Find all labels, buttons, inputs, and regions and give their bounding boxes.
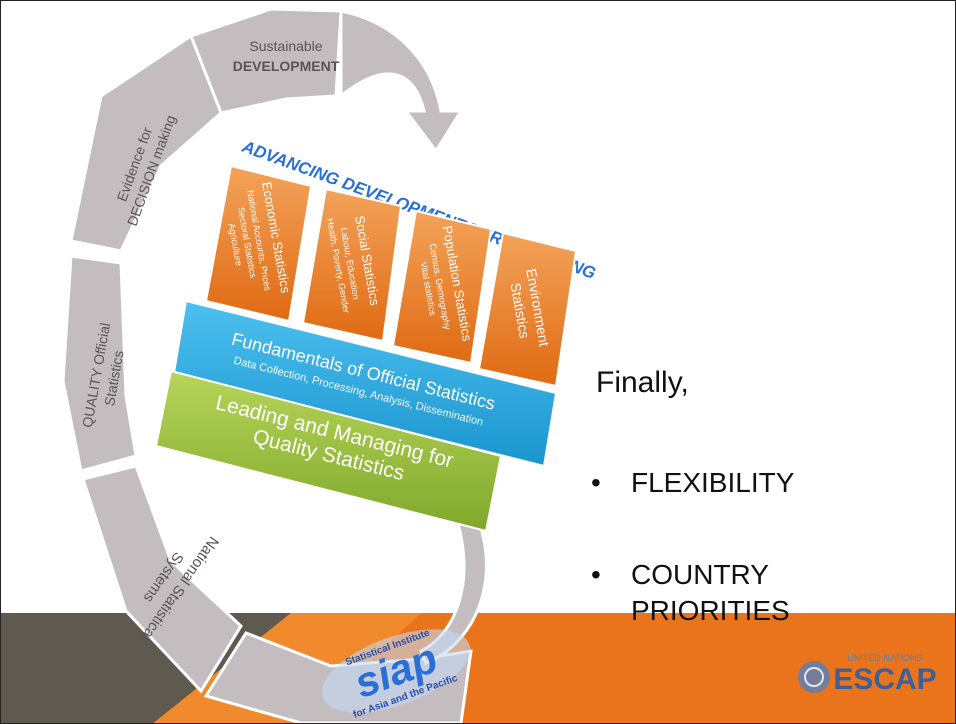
- bullet-item: • COUNTRY: [591, 557, 769, 593]
- bullet-continuation: PRIORITIES: [631, 595, 790, 626]
- training-diagram: Sustainable DEVELOPMENT Evidence for DEC…: [61, 7, 598, 723]
- pillar-1: Economic Statistics National Accounts, P…: [204, 164, 313, 323]
- ring-segment-left: [61, 254, 138, 473]
- pillar-3: Population Statistics Census, Demography…: [391, 209, 493, 365]
- ring-segment-upper-left: [69, 33, 223, 253]
- bullet-dot: •: [591, 467, 601, 498]
- ring-label-1b: DEVELOPMENT: [233, 58, 340, 74]
- bullet-text: COUNTRY: [631, 559, 769, 590]
- ring-arrow: [339, 9, 464, 154]
- bullet-item: • FLEXIBILITY: [591, 465, 794, 501]
- ring-label-1a: Sustainable: [249, 38, 322, 54]
- bullet-dot: •: [591, 559, 601, 590]
- escap-wordmark: ESCAP: [833, 663, 936, 696]
- escap-logo: UNITED NATIONS ESCAP: [798, 653, 937, 696]
- ring-segment-lower-left: [81, 464, 243, 694]
- escap-small-text: UNITED NATIONS: [847, 653, 922, 663]
- heading: Finally,: [596, 366, 689, 399]
- pillar-4: Environment Statistics: [477, 231, 578, 388]
- ring: [61, 7, 488, 723]
- bullet-text: FLEXIBILITY: [631, 467, 795, 498]
- pillar-2: Social Statistics Labour, Education Heal…: [301, 187, 403, 343]
